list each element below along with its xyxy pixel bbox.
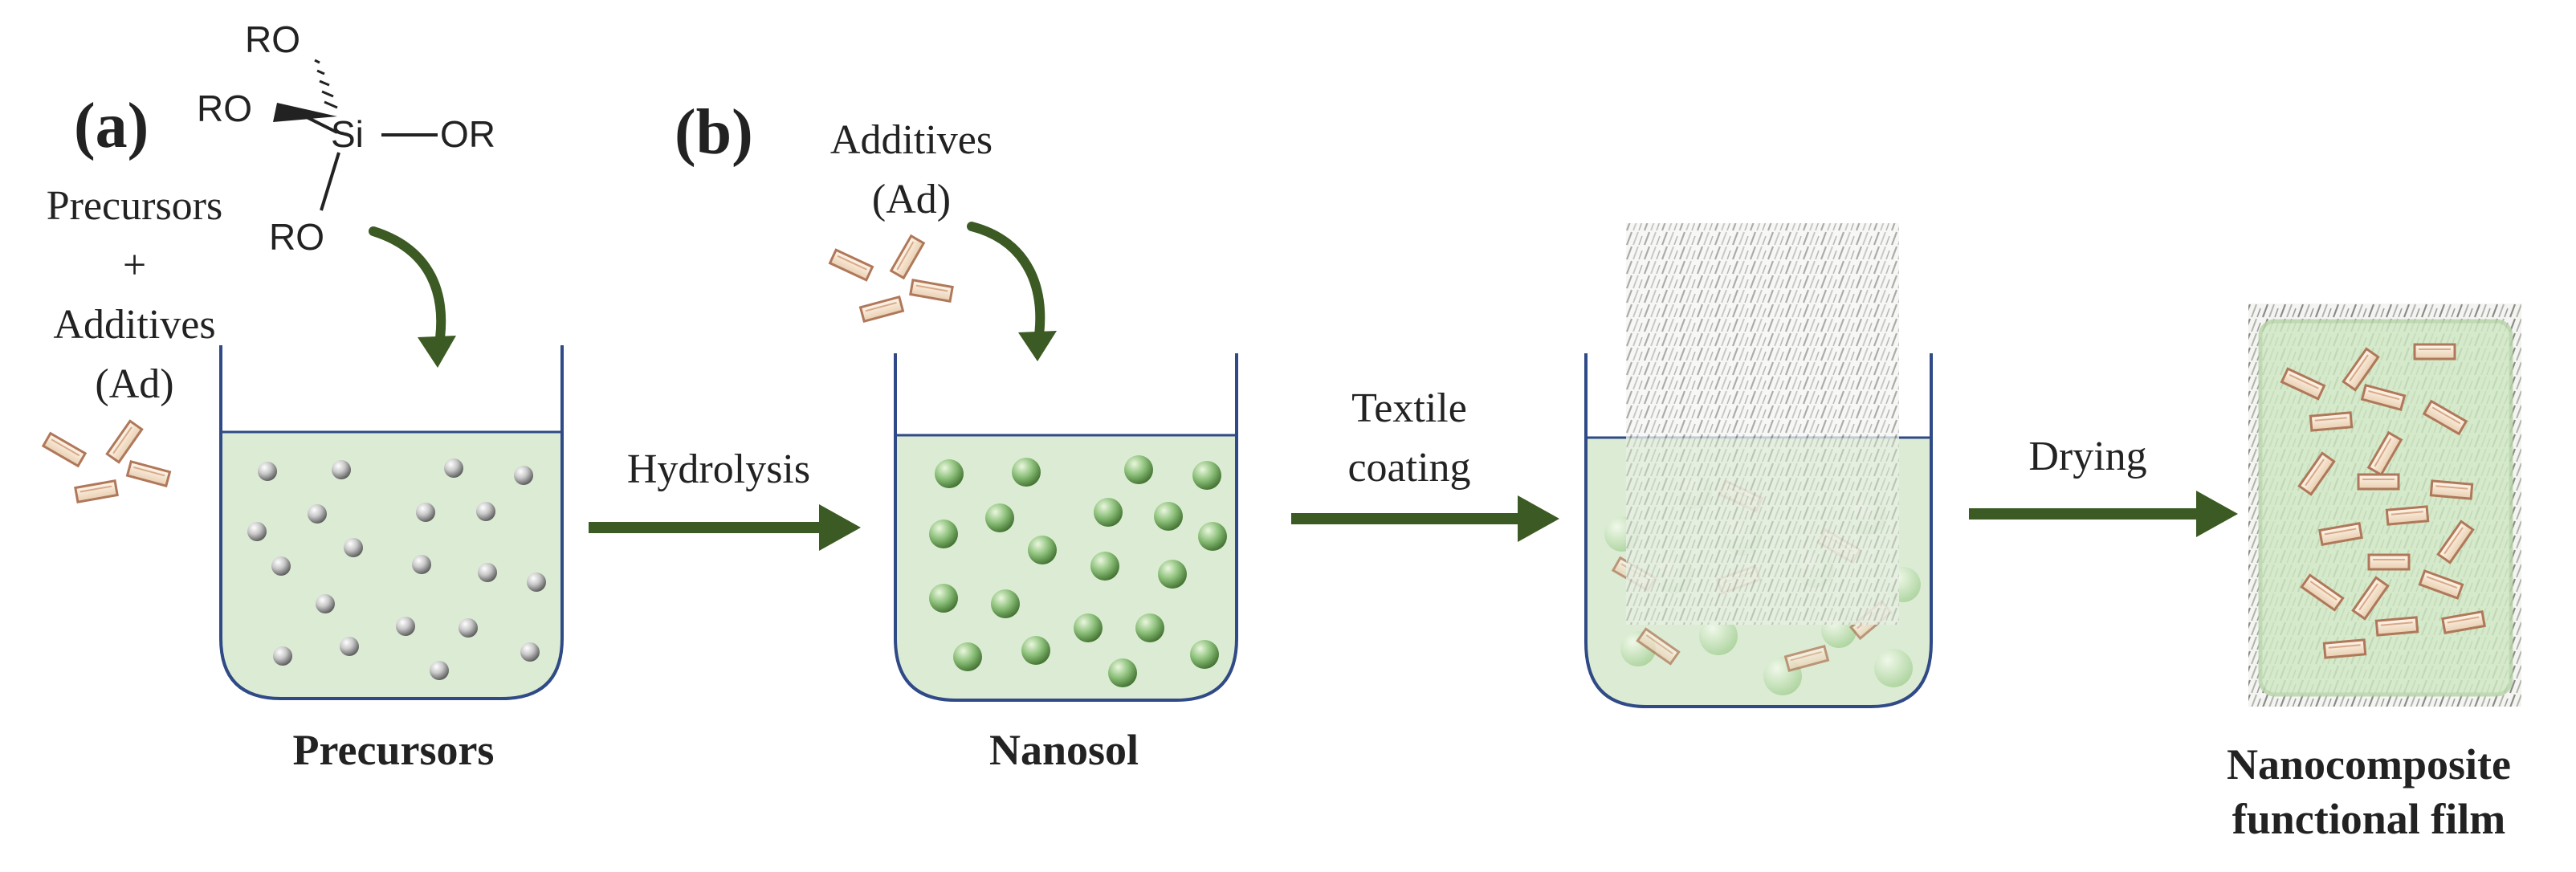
siloxane-precursor-structure <box>273 59 438 211</box>
rod-icon <box>42 432 87 467</box>
curved-arrow-icon <box>967 222 1045 350</box>
arrow-icon <box>1969 491 2238 537</box>
additive-rods-b <box>829 234 954 323</box>
panel-label-b: (b) <box>675 97 753 168</box>
curved-arrow-icon <box>369 226 446 358</box>
step-drying: Drying <box>2028 434 2147 479</box>
arrow-icon <box>1291 495 1559 542</box>
textile-icon <box>1626 223 1899 625</box>
caption-film-line: functional film <box>2232 795 2506 843</box>
left-text-line: Precursors <box>46 183 223 229</box>
chem-ro-bottom: RO <box>269 216 324 258</box>
sphere-icon <box>247 458 546 680</box>
rod-icon <box>890 234 925 279</box>
beaker-icon <box>1584 353 1933 708</box>
chem-or: OR <box>440 113 495 155</box>
curved-arrow-head-icon <box>1018 331 1057 361</box>
curved-arrow-head-icon <box>418 336 456 368</box>
chem-ro-top: RO <box>245 18 300 60</box>
caption-film: Nanocomposite functional film <box>2168 737 2570 846</box>
rod-icon <box>105 419 144 464</box>
beaker-textile-coating <box>1584 223 1933 708</box>
rod-icon <box>126 460 171 487</box>
arrow-icon <box>589 504 861 551</box>
beaker-precursors <box>219 345 564 700</box>
caption-nanosol: Nanosol <box>988 726 1139 774</box>
caption-precursors: Precursors <box>292 726 495 774</box>
caption-film-line: Nanocomposite <box>2227 740 2511 788</box>
beaker-icon <box>894 353 1238 702</box>
step-hydrolysis: Hydrolysis <box>626 446 811 492</box>
additives-b-line: (Ad) <box>871 177 952 222</box>
additive-rods-a <box>42 419 171 503</box>
chem-ro-left: RO <box>197 88 252 129</box>
step-textile-line: coating <box>1347 445 1471 491</box>
left-text-line: + <box>122 242 147 288</box>
rod-icon <box>829 248 874 282</box>
panel-label-a: (a) <box>74 91 149 161</box>
left-text-line: Additives <box>53 302 216 348</box>
left-precursors-text: Precursors + Additives (Ad) <box>8 177 261 414</box>
beaker-nanosol <box>894 353 1238 702</box>
additives-b-text: Additives (Ad) <box>791 111 1032 230</box>
sphere-icon <box>929 455 1227 687</box>
chem-si: Si <box>331 113 364 155</box>
nanocomposite-film <box>2248 304 2521 707</box>
beaker-icon <box>219 345 564 700</box>
step-textile-line: Textile <box>1351 385 1467 431</box>
step-textile-coating: Textile coating <box>1297 379 1522 498</box>
rod-icon <box>909 279 954 303</box>
left-text-line: (Ad) <box>95 361 174 407</box>
rod-icon <box>74 479 119 503</box>
additives-b-line: Additives <box>829 117 993 163</box>
rod-icon <box>859 295 904 323</box>
